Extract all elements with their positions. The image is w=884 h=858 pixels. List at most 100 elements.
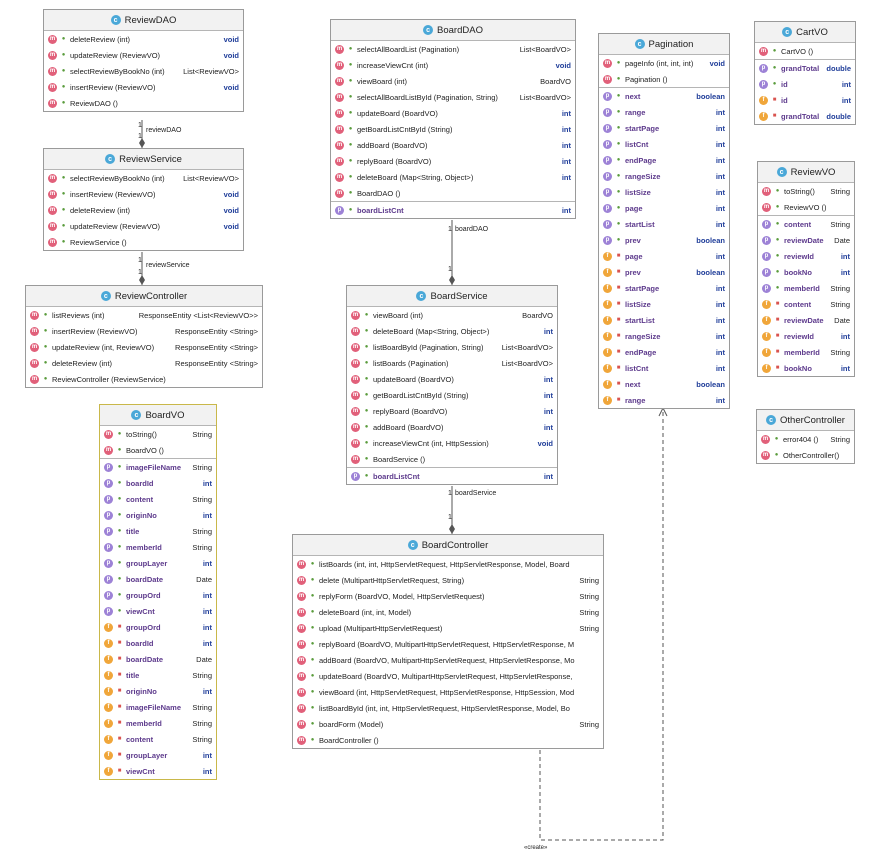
member-row[interactable]: m●addBoard (BoardVO)int bbox=[331, 137, 575, 153]
member-row[interactable]: m●viewBoard (int)BoardVO bbox=[331, 73, 575, 89]
member-row[interactable]: m●viewBoard (int, HttpServletRequest, Ht… bbox=[293, 684, 603, 700]
member-row[interactable]: m●selectReviewByBookNo (int)List<ReviewV… bbox=[44, 170, 243, 186]
member-row[interactable]: m●listBoards (int, int, HttpServletReque… bbox=[293, 556, 603, 572]
member-row[interactable]: m●boardForm (Model)String bbox=[293, 716, 603, 732]
member-row[interactable]: m●addBoard (BoardVO, MultipartHttpServle… bbox=[293, 652, 603, 668]
member-row[interactable]: m●ReviewDAO () bbox=[44, 95, 243, 111]
member-row[interactable]: m●listReviews (int)ResponseEntity <List<… bbox=[26, 307, 262, 323]
member-row[interactable]: m●deleteBoard (Map<String, Object>)int bbox=[331, 169, 575, 185]
member-row[interactable]: m●selectAllBoardListById (Pagination, St… bbox=[331, 89, 575, 105]
member-row[interactable]: m●insertReview (ReviewVO)void bbox=[44, 79, 243, 95]
member-row[interactable]: m●insertReview (ReviewVO)void bbox=[44, 186, 243, 202]
member-row[interactable]: m●insertReview (ReviewVO)ResponseEntity … bbox=[26, 323, 262, 339]
member-row[interactable]: m●Pagination () bbox=[599, 71, 729, 87]
member-row[interactable]: m●viewBoard (int)BoardVO bbox=[347, 307, 557, 323]
member-row[interactable]: m●listBoardById (int, int, HttpServletRe… bbox=[293, 700, 603, 716]
member-row[interactable]: m●BoardController () bbox=[293, 732, 603, 748]
member-row[interactable]: m●deleteReview (int)void bbox=[44, 31, 243, 47]
member-row[interactable]: m●getBoardListCntById (String)int bbox=[331, 121, 575, 137]
member-row[interactable]: m●replyBoard (BoardVO)int bbox=[331, 153, 575, 169]
member-row[interactable]: m●increaseViewCnt (int)void bbox=[331, 57, 575, 73]
member-row[interactable]: m●deleteBoard (Map<String, Object>)int bbox=[347, 323, 557, 339]
member-row[interactable]: m●upload (MultipartHttpServletRequest)St… bbox=[293, 620, 603, 636]
member-row[interactable]: m●BoardDAO () bbox=[331, 185, 575, 201]
member-row[interactable]: m●BoardVO () bbox=[100, 442, 216, 458]
member-row[interactable]: m●replyForm (BoardVO, Model, HttpServlet… bbox=[293, 588, 603, 604]
member-row[interactable]: m●updateReview (ReviewVO)void bbox=[44, 47, 243, 63]
member-row[interactable]: m●toString()String bbox=[758, 183, 854, 199]
member-row[interactable]: m●deleteReview (int)ResponseEntity <Stri… bbox=[26, 355, 262, 371]
member-row[interactable]: m●getBoardListCntById (String)int bbox=[347, 387, 557, 403]
member-row[interactable]: m●deleteReview (int)void bbox=[44, 202, 243, 218]
member-row[interactable]: m●updateReview (int, ReviewVO)ResponseEn… bbox=[26, 339, 262, 355]
member-row[interactable]: m●replyBoard (BoardVO, MultipartHttpServ… bbox=[293, 636, 603, 652]
member-row[interactable]: m●error404 ()String bbox=[757, 431, 854, 447]
member-row[interactable]: m●ReviewController (ReviewService) bbox=[26, 371, 262, 387]
member-row[interactable]: m●updateReview (ReviewVO)void bbox=[44, 218, 243, 234]
member-row[interactable]: m●pageInfo (int, int, int)void bbox=[599, 55, 729, 71]
member-row[interactable]: m●selectReviewByBookNo (int)List<ReviewV… bbox=[44, 63, 243, 79]
member-row[interactable]: m●replyBoard (BoardVO)int bbox=[347, 403, 557, 419]
member-row[interactable]: m●deleteBoard (int, int, Model)String bbox=[293, 604, 603, 620]
member-row[interactable]: m●updateBoard (BoardVO, MultipartHttpSer… bbox=[293, 668, 603, 684]
member-row[interactable]: m●listBoards (Pagination)List<BoardVO> bbox=[347, 355, 557, 371]
member-row[interactable]: m●toString()String bbox=[100, 426, 216, 442]
